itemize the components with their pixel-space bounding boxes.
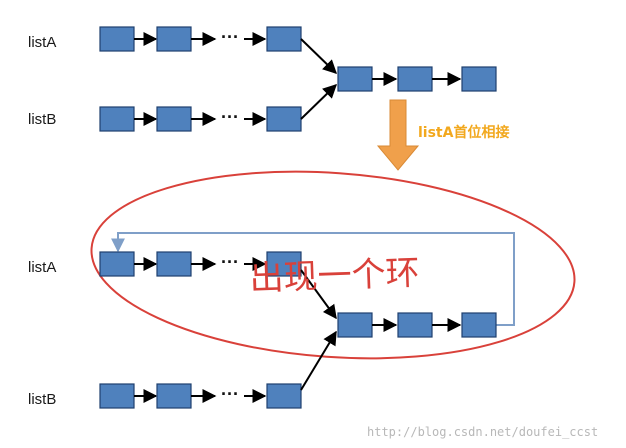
bottom-a-node-2 [156,251,192,277]
bottom-list-a-label: listA [28,259,56,276]
transition: listA首位相接 [376,99,509,171]
bottom-b-node-3 [266,383,302,409]
bottom-b-ellipsis: ··· [221,384,239,404]
top-b-ellipsis: ··· [221,107,239,127]
bottom-a-node-3 [266,251,302,277]
bottom-a-ellipsis: ··· [221,252,239,272]
bottom-shared-node-2 [397,312,433,338]
bottom-shared-node-3 [461,312,497,338]
top-shared-node-2 [397,66,433,92]
top-merge-arrow-a [300,38,338,74]
cycle-ellipse [90,170,576,360]
down-arrow-icon [376,99,420,171]
merge-caption: listA首位相接 [418,124,509,141]
top-b-node-2 [156,106,192,132]
bottom-diagram: listA listB ··· ··· 出现一个环 [28,170,576,409]
bottom-b-node-2 [156,383,192,409]
top-b-node-1 [99,106,135,132]
top-list-b-label: listB [28,111,56,128]
bottom-list-b-label: listB [28,391,56,408]
top-a-node-1 [99,26,135,52]
bottom-merge-arrow-b [300,330,337,391]
bottom-a-node-1 [99,251,135,277]
top-shared-node-1 [337,66,373,92]
watermark: http://blog.csdn.net/doufei_ccst [367,425,598,439]
bottom-b-node-1 [99,383,135,409]
cycle-annotation: 出现一个环 [249,253,420,299]
top-a-node-2 [156,26,192,52]
loop-back-line [111,232,515,326]
top-merge-arrow-b [300,84,338,120]
top-shared-node-3 [461,66,497,92]
top-a-ellipsis: ··· [221,27,239,47]
top-list-a-label: listA [28,34,56,51]
bottom-merge-arrow-a [300,269,337,320]
top-b-node-3 [266,106,302,132]
top-a-node-3 [266,26,302,52]
bottom-shared-node-1 [337,312,373,338]
top-diagram: listA listB ··· ··· [28,26,497,132]
